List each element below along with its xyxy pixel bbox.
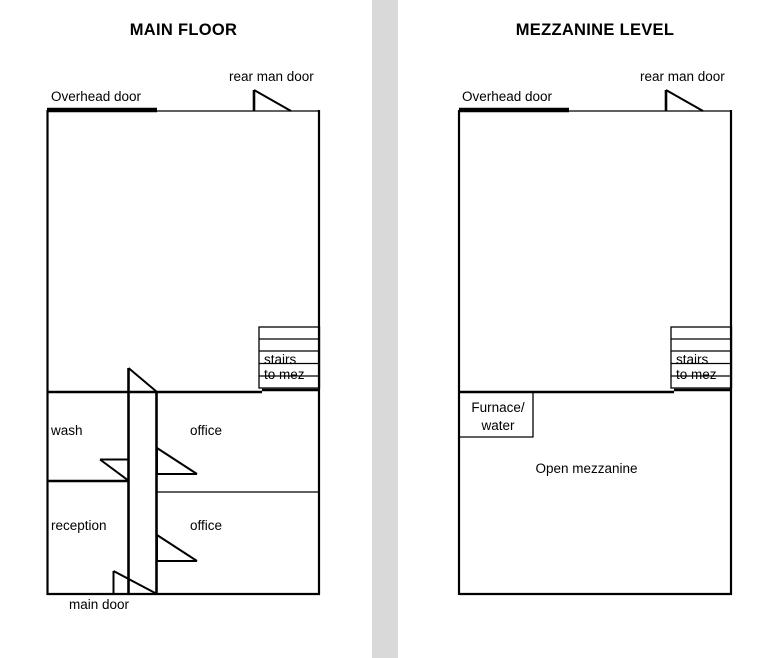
- main-rear-man-door-swing: [253, 89, 292, 112]
- main-floor-title: MAIN FLOOR: [129, 21, 238, 39]
- main-office-upper-door-swing: [156, 447, 198, 475]
- mez-furnace-label-line2: water: [481, 418, 515, 433]
- mezzanine-level-title: MEZZANINE LEVEL: [515, 21, 675, 39]
- mez-rear-man-door-label: rear man door: [640, 69, 725, 84]
- main-wash-door-swing: [99, 458, 130, 482]
- panel-divider: [372, 0, 398, 658]
- main-stairs-label-line1: stairs: [264, 352, 297, 367]
- main-office-upper-label: office: [190, 423, 223, 438]
- main-stairs-label-line2: to mez: [264, 367, 305, 382]
- mez-open-area-label: Open mezzanine: [535, 461, 638, 476]
- main-overhead-door-label: Overhead door: [51, 89, 142, 104]
- mez-overhead-door-label: Overhead door: [462, 89, 553, 104]
- mez-stairs-label-line2: to mez: [676, 367, 717, 382]
- mez-stairs-label-line1: stairs: [676, 352, 709, 367]
- main-rear-man-door-label: rear man door: [229, 69, 314, 84]
- main-corridor-door-swing: [127, 367, 158, 393]
- mezzanine-drawing: [457, 89, 733, 596]
- main-wash-room-label: wash: [51, 423, 83, 438]
- main-reception-label: reception: [51, 518, 107, 533]
- mez-furnace-label-line1: Furnace/: [471, 400, 525, 415]
- mez-rear-man-door-swing: [665, 89, 704, 112]
- main-office-lower-door-swing: [156, 534, 198, 562]
- main-entry-door-swing: [113, 570, 158, 595]
- main-entry-door-label: main door: [69, 597, 130, 612]
- main-office-lower-label: office: [190, 518, 223, 533]
